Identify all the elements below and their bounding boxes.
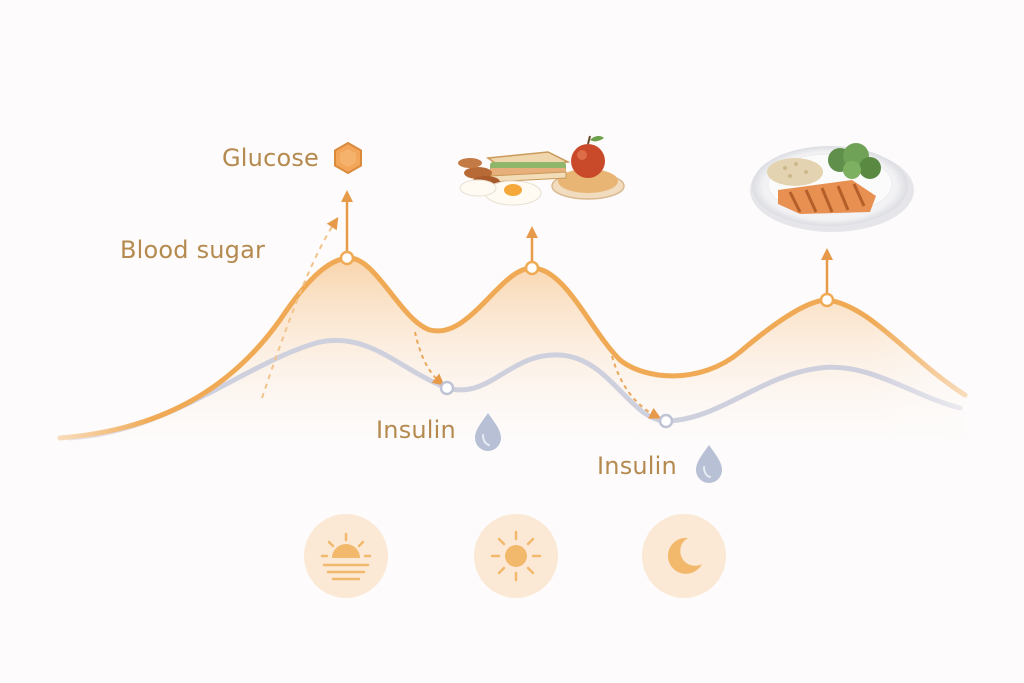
droplet-icon bbox=[696, 445, 722, 483]
blood-sugar-label: Blood sugar bbox=[120, 236, 266, 264]
sugar-peak-point-1 bbox=[339, 250, 355, 266]
insulin-label-1: Insulin bbox=[376, 416, 456, 444]
dashed-arrow-rise bbox=[261, 216, 339, 399]
dinner-plate-icon bbox=[750, 143, 914, 232]
peak-arrow-2 bbox=[526, 226, 538, 262]
sugar-peak-point-2 bbox=[524, 260, 540, 276]
edge-fade bbox=[0, 240, 1024, 460]
dashed-arrow-insulin-2 bbox=[611, 355, 662, 419]
sugar-peak-point-3 bbox=[819, 292, 835, 308]
sunrise-icon bbox=[304, 514, 388, 598]
insulin-label-2: Insulin bbox=[597, 452, 677, 480]
droplet-icon bbox=[475, 413, 501, 451]
peak-arrow-3 bbox=[821, 248, 833, 294]
insulin-point-2 bbox=[658, 413, 674, 429]
breakfast-plate-icon bbox=[458, 135, 625, 206]
insulin-point-1 bbox=[439, 380, 455, 396]
glucose-label: Glucose bbox=[222, 144, 320, 172]
peak-arrow-1 bbox=[341, 190, 353, 252]
sun-icon bbox=[474, 514, 558, 598]
moon-icon bbox=[642, 514, 726, 598]
hexagon-icon bbox=[334, 141, 362, 175]
